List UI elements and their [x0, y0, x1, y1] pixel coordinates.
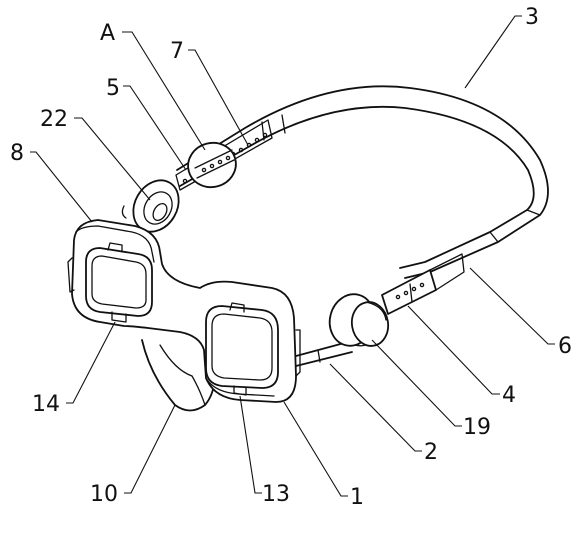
right-adjustment-block — [381, 253, 465, 315]
reference-labels: A 7 5 22 8 3 6 4 19 2 1 13 10 14 — [10, 5, 572, 510]
label-A: A — [100, 21, 115, 46]
label-6: 6 — [558, 334, 572, 359]
right-knob — [328, 293, 390, 347]
label-1: 1 — [350, 485, 364, 510]
label-5: 5 — [106, 76, 120, 101]
label-14: 14 — [32, 392, 60, 417]
label-3: 3 — [525, 5, 539, 30]
leader-lines — [30, 15, 555, 497]
head-band — [176, 85, 549, 279]
label-2: 2 — [424, 440, 438, 465]
label-22: 22 — [40, 107, 68, 132]
label-8: 8 — [10, 141, 24, 166]
left-temple-disc — [187, 141, 237, 189]
left-eye-cup — [85, 242, 153, 323]
label-19: 19 — [463, 415, 491, 440]
right-strap — [295, 341, 353, 367]
right-eye-cup — [205, 302, 279, 396]
label-10: 10 — [90, 482, 118, 507]
label-13: 13 — [262, 482, 290, 507]
label-7: 7 — [170, 39, 184, 64]
label-4: 4 — [502, 383, 516, 408]
